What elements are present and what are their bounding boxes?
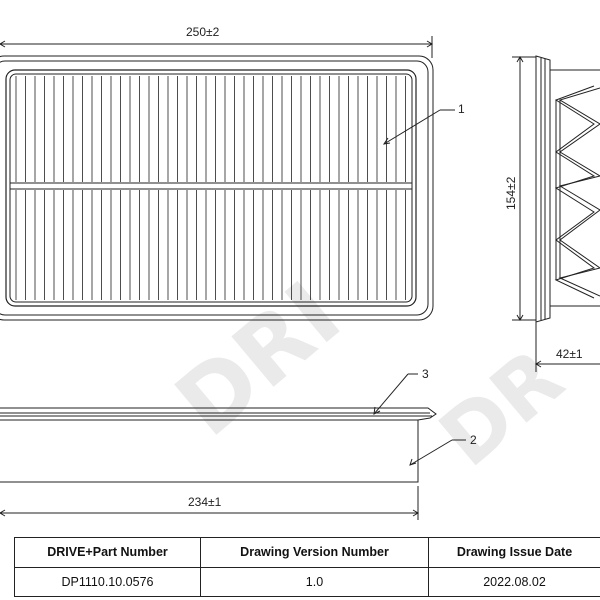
callout-3 <box>373 373 418 415</box>
callout-1 <box>382 109 455 145</box>
dimension-250 <box>0 36 433 58</box>
callout-1-label: 1 <box>458 102 465 116</box>
issue-date-value: 2022.08.02 <box>428 566 600 597</box>
edge-view <box>0 407 437 483</box>
part-number-value: DP1110.10.0576 <box>14 566 201 597</box>
center-rib <box>9 182 413 190</box>
watermark: DRI DR <box>157 262 581 484</box>
version-number-header: Drawing Version Number <box>200 537 429 568</box>
filter-inner-frame <box>0 60 429 316</box>
top-view <box>0 55 434 321</box>
callout-3-label: 3 <box>422 367 429 381</box>
title-block-value-row: DP1110.10.0576 1.0 2022.08.02 <box>14 566 600 597</box>
version-number-value: 1.0 <box>200 566 429 597</box>
issue-date-header: Drawing Issue Date <box>428 537 600 568</box>
callout-2-label: 2 <box>470 433 477 447</box>
dimension-42 <box>535 322 600 372</box>
pleat-lines <box>15 76 406 300</box>
dimension-234-label: 234±1 <box>188 495 222 509</box>
dimension-42-label: 42±1 <box>556 347 583 361</box>
title-block: DRIVE+Part Number Drawing Version Number… <box>14 537 600 597</box>
part-number-header: DRIVE+Part Number <box>14 537 201 568</box>
dimension-234 <box>0 486 419 520</box>
dimension-250-label: 250±2 <box>186 25 220 39</box>
callout-2 <box>409 439 466 466</box>
dimension-154-label: 154±2 <box>504 176 518 210</box>
pleat-panel <box>5 69 417 307</box>
filter-outer-frame <box>0 55 434 321</box>
dimension-154 <box>512 56 536 321</box>
side-view <box>535 55 600 323</box>
title-block-header-row: DRIVE+Part Number Drawing Version Number… <box>14 537 600 568</box>
